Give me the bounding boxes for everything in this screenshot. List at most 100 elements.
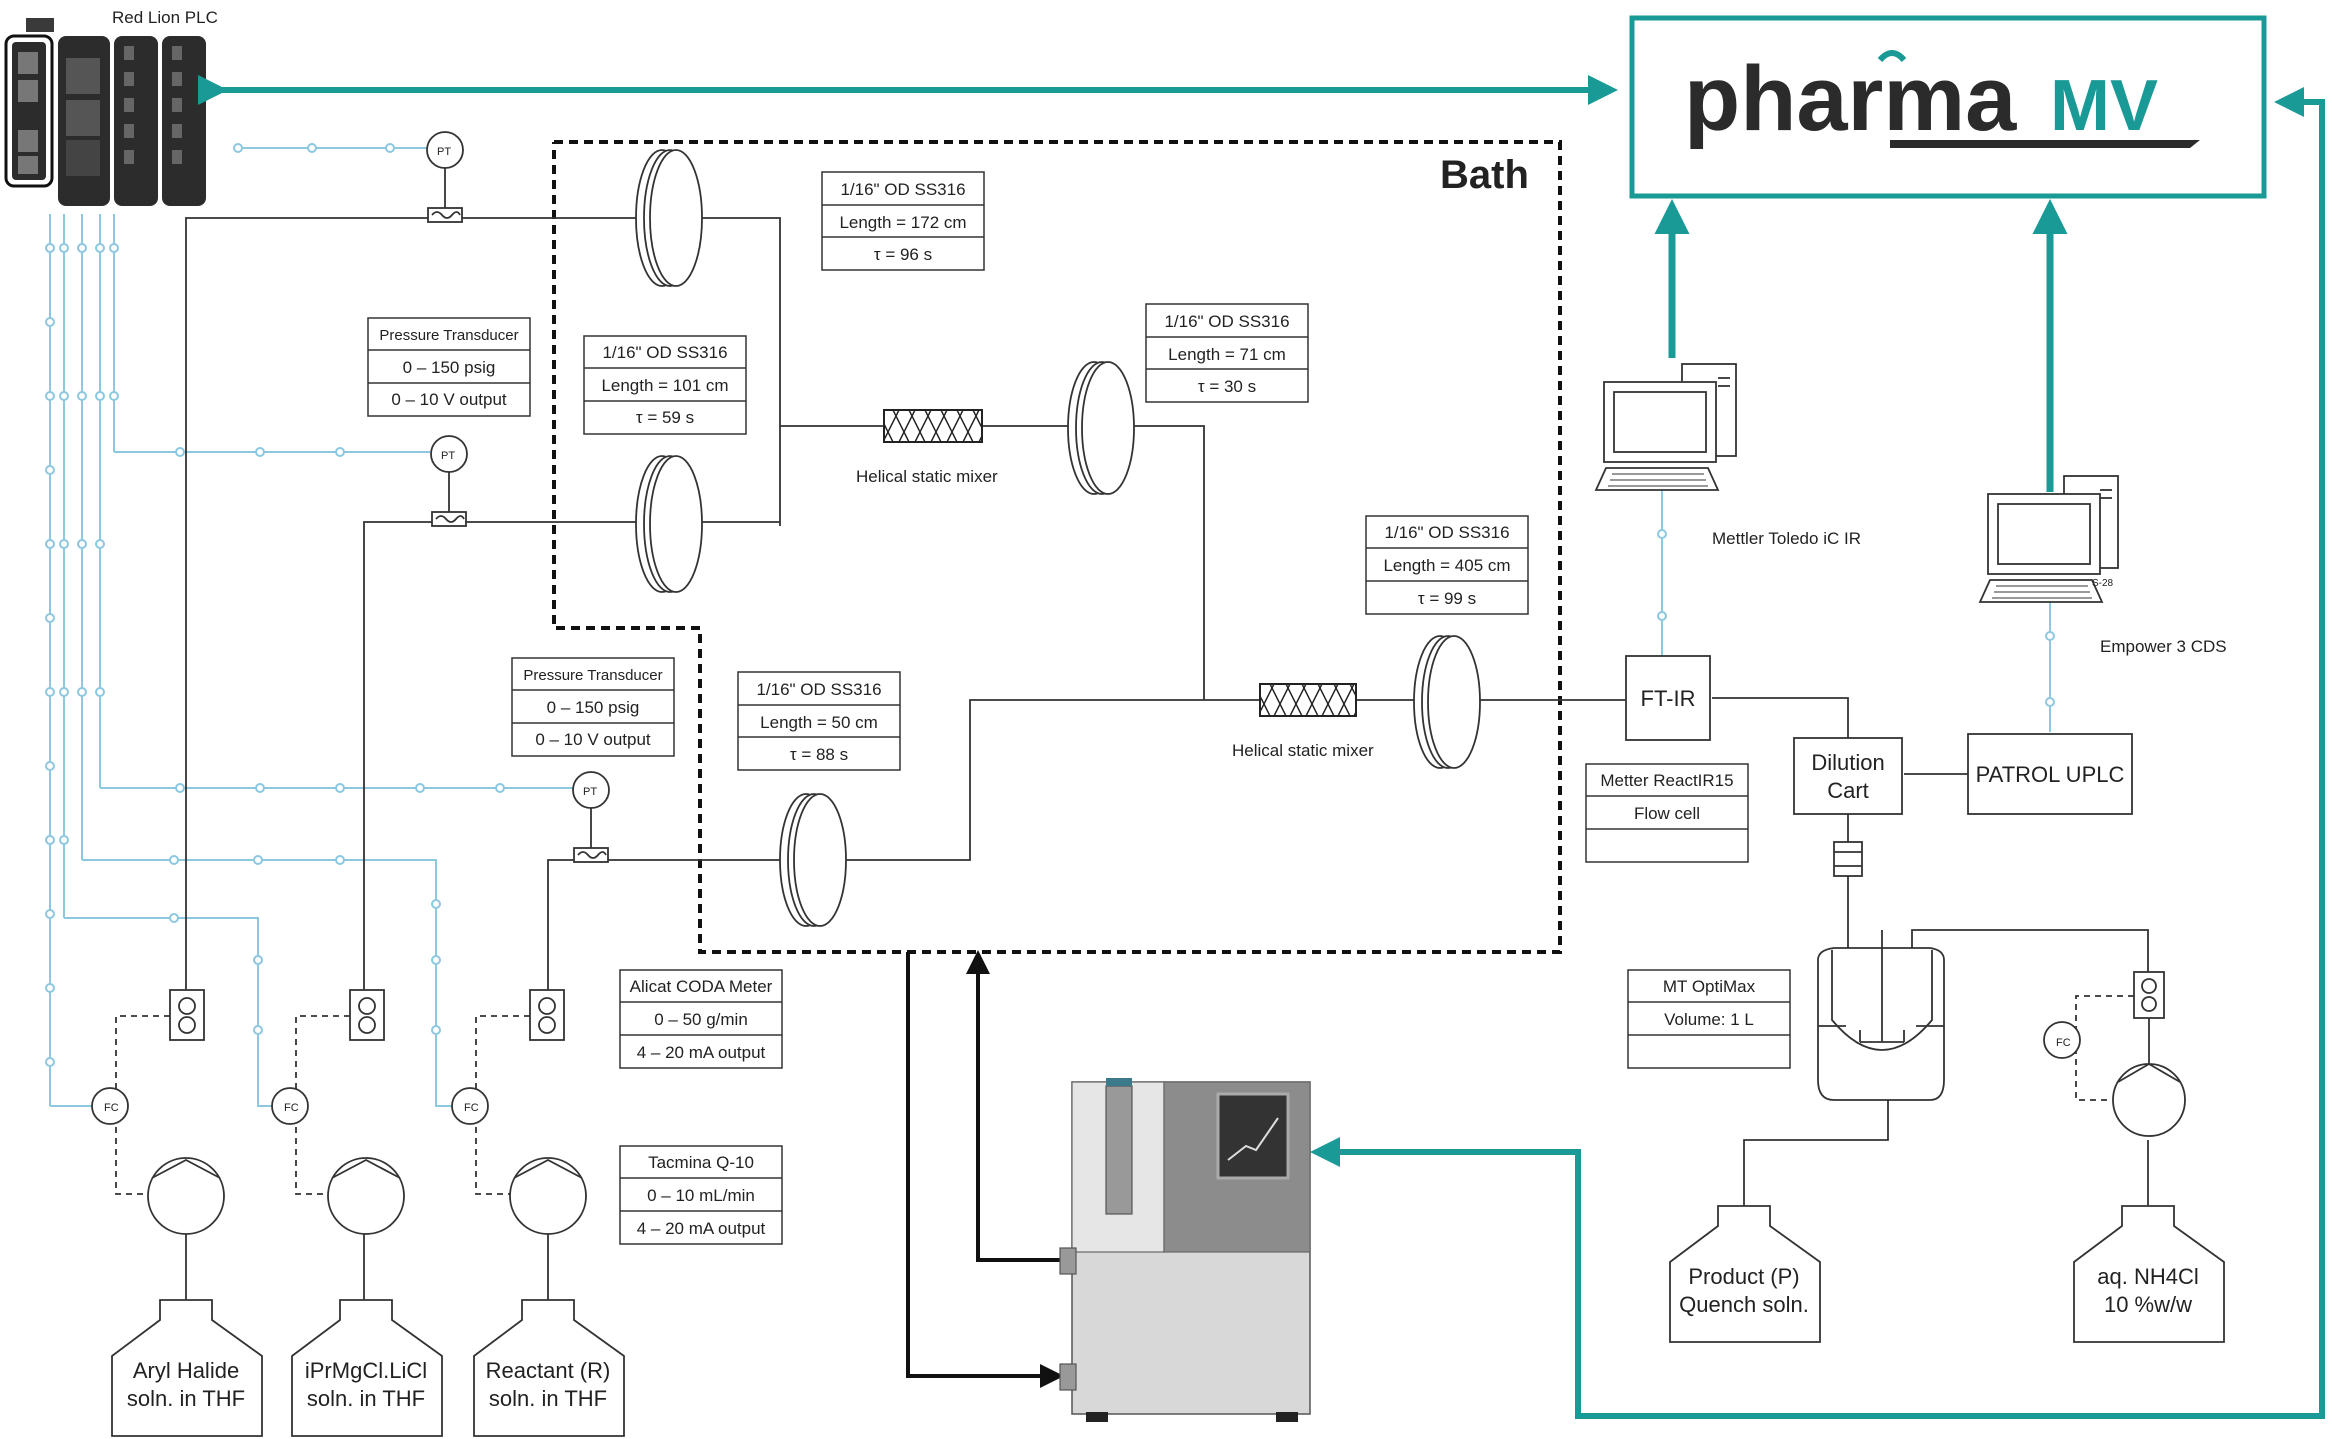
- fc-tag-1: FC: [104, 1102, 119, 1114]
- signal-dots: [45, 143, 2055, 1067]
- bath-label: Bath: [1440, 153, 1529, 197]
- dilution-cart-label-1: Dilution: [1811, 750, 1884, 775]
- bottle-iprmgcl: [291, 1299, 443, 1437]
- chiller-unit: [906, 950, 1311, 1422]
- bottle-5-line1: aq. NH4Cl: [2097, 1264, 2198, 1289]
- dilution-cart-box: [1793, 737, 1903, 815]
- pt-1-name: Pressure Transducer: [379, 327, 518, 344]
- reactir-table: [1585, 763, 1749, 863]
- alicat-range: 0 – 50 g/min: [654, 1010, 748, 1029]
- helical-mixer-2-label: Helical static mixer: [1232, 741, 1374, 760]
- tube-4-od: 1/16" OD SS316: [1384, 523, 1509, 542]
- tube-3-od: 1/16" OD SS316: [1164, 312, 1289, 331]
- optimax-reactor: [1817, 841, 1945, 1101]
- tacmina-name: Tacmina Q-10: [648, 1153, 754, 1172]
- pt-tag-2: PT: [441, 450, 455, 462]
- bottle-2-line1: iPrMgCl.LiCl: [305, 1358, 427, 1383]
- pt-1-range: 0 – 150 psig: [403, 358, 496, 377]
- pt-tag-1: PT: [437, 146, 451, 158]
- helical-mixer-1: [883, 409, 983, 443]
- quench-pump: [2043, 971, 2186, 1137]
- feed-pumps: [91, 989, 587, 1235]
- pt-tees: [427, 164, 609, 863]
- pt-2-range: 0 – 150 psig: [547, 698, 640, 717]
- signal-wires: [49, 147, 2051, 1107]
- fc-tag-2: FC: [284, 1102, 299, 1114]
- bottle-5-line2: 10 %w/w: [2104, 1292, 2192, 1317]
- pharmamv-box: pharma MV: [1629, 15, 2267, 199]
- alicat-output: 4 – 20 mA output: [637, 1043, 766, 1062]
- reactir-cell: Flow cell: [1634, 804, 1700, 823]
- computer-empower: [1978, 475, 2119, 603]
- tube-table-2: [583, 335, 747, 435]
- tube-table-5: [737, 671, 901, 771]
- bath-boundary: [552, 140, 1562, 954]
- bottle-4-line2: Quench soln.: [1679, 1292, 1809, 1317]
- logo-pharma-text: pharma: [1684, 48, 2017, 150]
- pc-tag: S-28: [2092, 578, 2114, 589]
- computer-mettler: [1594, 363, 1737, 491]
- bottle-3-line1: Reactant (R): [486, 1358, 611, 1383]
- plc-label: Red Lion PLC: [112, 8, 218, 27]
- coil-3: [1067, 361, 1135, 495]
- tube-2-length: Length = 101 cm: [601, 376, 728, 395]
- fc-tag-3: FC: [464, 1102, 479, 1114]
- tube-2-od: 1/16" OD SS316: [602, 343, 727, 362]
- alicat-table: [619, 969, 783, 1069]
- process-lines: [185, 217, 2149, 1300]
- helical-mixer-2: [1259, 683, 1357, 717]
- dilution-cart-label-2: Cart: [1827, 778, 1869, 803]
- red-lion-plc: [4, 18, 206, 206]
- coil-1: [635, 149, 703, 287]
- tacmina-range: 0 – 10 mL/min: [647, 1186, 755, 1205]
- bottle-3-line2: soln. in THF: [489, 1386, 607, 1411]
- pt-2-output: 0 – 10 V output: [535, 730, 651, 749]
- tube-5-od: 1/16" OD SS316: [756, 680, 881, 699]
- optimax-name: MT OptiMax: [1663, 977, 1756, 996]
- tube-1-od: 1/16" OD SS316: [840, 180, 965, 199]
- tube-4-tau: τ = 99 s: [1418, 589, 1476, 608]
- coil-4: [1413, 635, 1481, 769]
- coil-2: [635, 455, 703, 593]
- tube-4-length: Length = 405 cm: [1383, 556, 1510, 575]
- tube-3-length: Length = 71 cm: [1168, 345, 1286, 364]
- optimax-table: [1627, 969, 1791, 1069]
- bottle-1-line1: Aryl Halide: [133, 1358, 239, 1383]
- logo-cap-icon: [1877, 50, 1907, 63]
- fc-tag-quench: FC: [2056, 1037, 2071, 1049]
- coil-5: [779, 793, 847, 927]
- pressure-transducer-table-1: [367, 317, 531, 417]
- tacmina-table: [619, 1145, 783, 1245]
- data-links: [198, 75, 2325, 1419]
- bottle-1-line2: soln. in THF: [127, 1386, 245, 1411]
- pt-tag-3: PT: [583, 786, 597, 798]
- tube-5-length: Length = 50 cm: [760, 713, 878, 732]
- pt-gauge-3: [572, 771, 610, 809]
- reactir-name: Metter ReactIR15: [1600, 771, 1733, 790]
- patrol-uplc-label: PATROL UPLC: [1976, 762, 2125, 787]
- feed-pump-1: [91, 989, 225, 1235]
- tube-coils: [635, 149, 1481, 927]
- tube-5-tau: τ = 88 s: [790, 745, 848, 764]
- feed-pump-3: [451, 989, 587, 1235]
- bottle-aryl-halide: [111, 1299, 263, 1437]
- tube-1-length: Length = 172 cm: [839, 213, 966, 232]
- tube-3-tau: τ = 30 s: [1198, 377, 1256, 396]
- bottles: [111, 1205, 2225, 1437]
- alicat-name: Alicat CODA Meter: [630, 977, 773, 996]
- pressure-transducer-table-2: [511, 657, 675, 757]
- pt-gauges: PT PT PT: [426, 131, 610, 809]
- bottle-reactant: [473, 1299, 625, 1437]
- feed-pump-2: [271, 989, 405, 1235]
- pt-gauge-2: [430, 435, 468, 473]
- mettler-label: Mettler Toledo iC IR: [1712, 529, 1861, 548]
- tube-1-tau: τ = 96 s: [874, 245, 932, 264]
- bottle-nh4cl: [2073, 1205, 2225, 1343]
- logo-mv-text: MV: [2050, 66, 2158, 146]
- pt-gauge-1: [426, 131, 464, 169]
- tacmina-output: 4 – 20 mA output: [637, 1219, 766, 1238]
- bottle-product: [1669, 1205, 1821, 1343]
- optimax-volume: Volume: 1 L: [1664, 1010, 1754, 1029]
- ftir-box: [1625, 655, 1711, 741]
